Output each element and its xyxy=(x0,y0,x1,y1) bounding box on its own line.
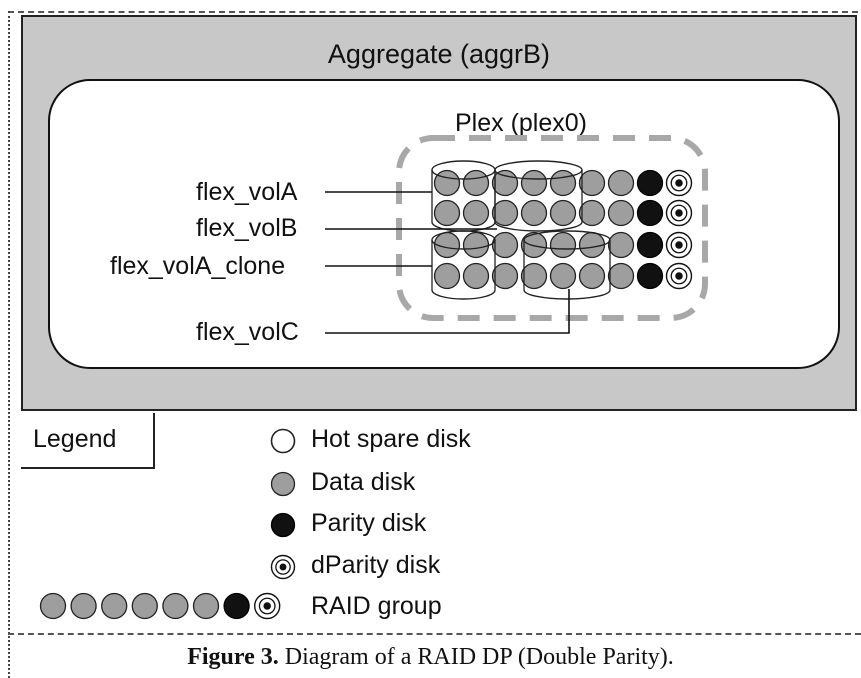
disk-r4-c9 xyxy=(665,262,693,290)
legend-raid-group-label: RAID group xyxy=(311,592,442,620)
disk-r1-c7 xyxy=(607,169,635,197)
disk-r2-c7 xyxy=(607,199,635,227)
disk-r1-c4 xyxy=(520,169,548,197)
legend-hot-spare-label: Hot spare disk xyxy=(311,425,471,453)
legend-parity-label: Parity disk xyxy=(311,509,427,537)
label-flex-volb: flex_volB xyxy=(196,214,298,242)
disk-r1-c2 xyxy=(462,169,490,197)
raid-group-disk-4 xyxy=(131,592,158,620)
disk-r2-c5 xyxy=(549,199,577,227)
disk-r4-c2 xyxy=(462,262,490,290)
disk-r1-c3 xyxy=(491,169,519,197)
disk-r3-c7 xyxy=(607,231,635,259)
legend-icons xyxy=(39,428,296,620)
disk-r1-c1 xyxy=(433,169,461,197)
disk-r1-c6 xyxy=(578,169,606,197)
label-flex-vola: flex_volA xyxy=(196,178,298,206)
dparity-disk-icon xyxy=(270,554,296,580)
disk-r4-c4 xyxy=(520,262,548,290)
raid-group-disk-2 xyxy=(70,592,97,620)
raid-group-disk-7 xyxy=(223,592,250,620)
legend-data-label: Data disk xyxy=(311,468,416,496)
disk-r4-c6 xyxy=(578,262,606,290)
volume-cylinder-fronts xyxy=(431,160,611,300)
disk-r4-c3 xyxy=(491,262,519,290)
disk-r2-c8 xyxy=(636,199,664,227)
disk-r2-c4 xyxy=(520,199,548,227)
disk-r2-c6 xyxy=(578,199,606,227)
raid-group-disk-8 xyxy=(254,592,281,620)
cylinder-bottom-volc xyxy=(523,289,611,300)
cylinder-bottom-volb xyxy=(494,221,583,232)
disk-r4-c7 xyxy=(607,262,635,290)
cylinder-top-vola-clone xyxy=(431,230,496,250)
disk-r2-c1 xyxy=(433,199,461,227)
cylinder-top-volc xyxy=(523,230,611,250)
disk-r2-c9 xyxy=(665,199,693,227)
volume-leader-lines xyxy=(325,191,570,334)
raid-group-disk-3 xyxy=(101,592,128,620)
caption-text: Diagram of a RAID DP (Double Parity). xyxy=(278,644,674,670)
disk-r3-c5 xyxy=(549,231,577,259)
plex-dashed-outline xyxy=(396,135,708,321)
plex-title: Plex (plex0) xyxy=(455,109,587,137)
cylinder-top-volb xyxy=(494,160,583,180)
disk-r4-c5 xyxy=(549,262,577,290)
hot-spare-disk-icon xyxy=(270,428,296,454)
disk-r1-c9 xyxy=(665,169,693,197)
disk-r3-c9 xyxy=(665,231,693,259)
raid-group-disk-5 xyxy=(162,592,189,620)
caption-label: Figure 3. xyxy=(187,644,279,670)
disk-r2-c3 xyxy=(491,199,519,227)
data-disk-icon xyxy=(270,471,296,497)
disk-r3-c4 xyxy=(520,231,548,259)
leader-line-volc xyxy=(325,289,570,334)
disk-r4-c1 xyxy=(433,262,461,290)
cylinder-bottom-vola-clone xyxy=(431,289,496,300)
disk-r1-c5 xyxy=(549,169,577,197)
disk-r1-c8 xyxy=(636,169,664,197)
label-flex-volc: flex_volC xyxy=(196,318,299,346)
figure-left-border xyxy=(8,11,10,678)
figure-bottom-border xyxy=(8,633,861,635)
raid-group-disk-6 xyxy=(192,592,220,620)
parity-disk-icon xyxy=(270,512,296,538)
disk-r3-c2 xyxy=(462,231,490,259)
figure-caption: Figure 3. Diagram of a RAID DP (Double P… xyxy=(0,644,861,671)
legend-title: Legend xyxy=(33,425,117,453)
label-flex-vola-clone: flex_volA_clone xyxy=(110,252,286,280)
legend-dparity-label: dParity disk xyxy=(311,551,441,579)
aggregate-title: Aggregate (aggrB) xyxy=(327,39,551,69)
disk-r3-c3 xyxy=(491,231,519,259)
disk-r2-c2 xyxy=(462,199,490,227)
disk-r3-c8 xyxy=(636,231,664,259)
figure-top-border xyxy=(8,11,858,13)
raid-group-disk-1 xyxy=(39,592,67,620)
disk-r4-c8 xyxy=(636,262,664,290)
legend-box: Legend xyxy=(21,413,155,469)
disk-grid xyxy=(433,169,693,290)
